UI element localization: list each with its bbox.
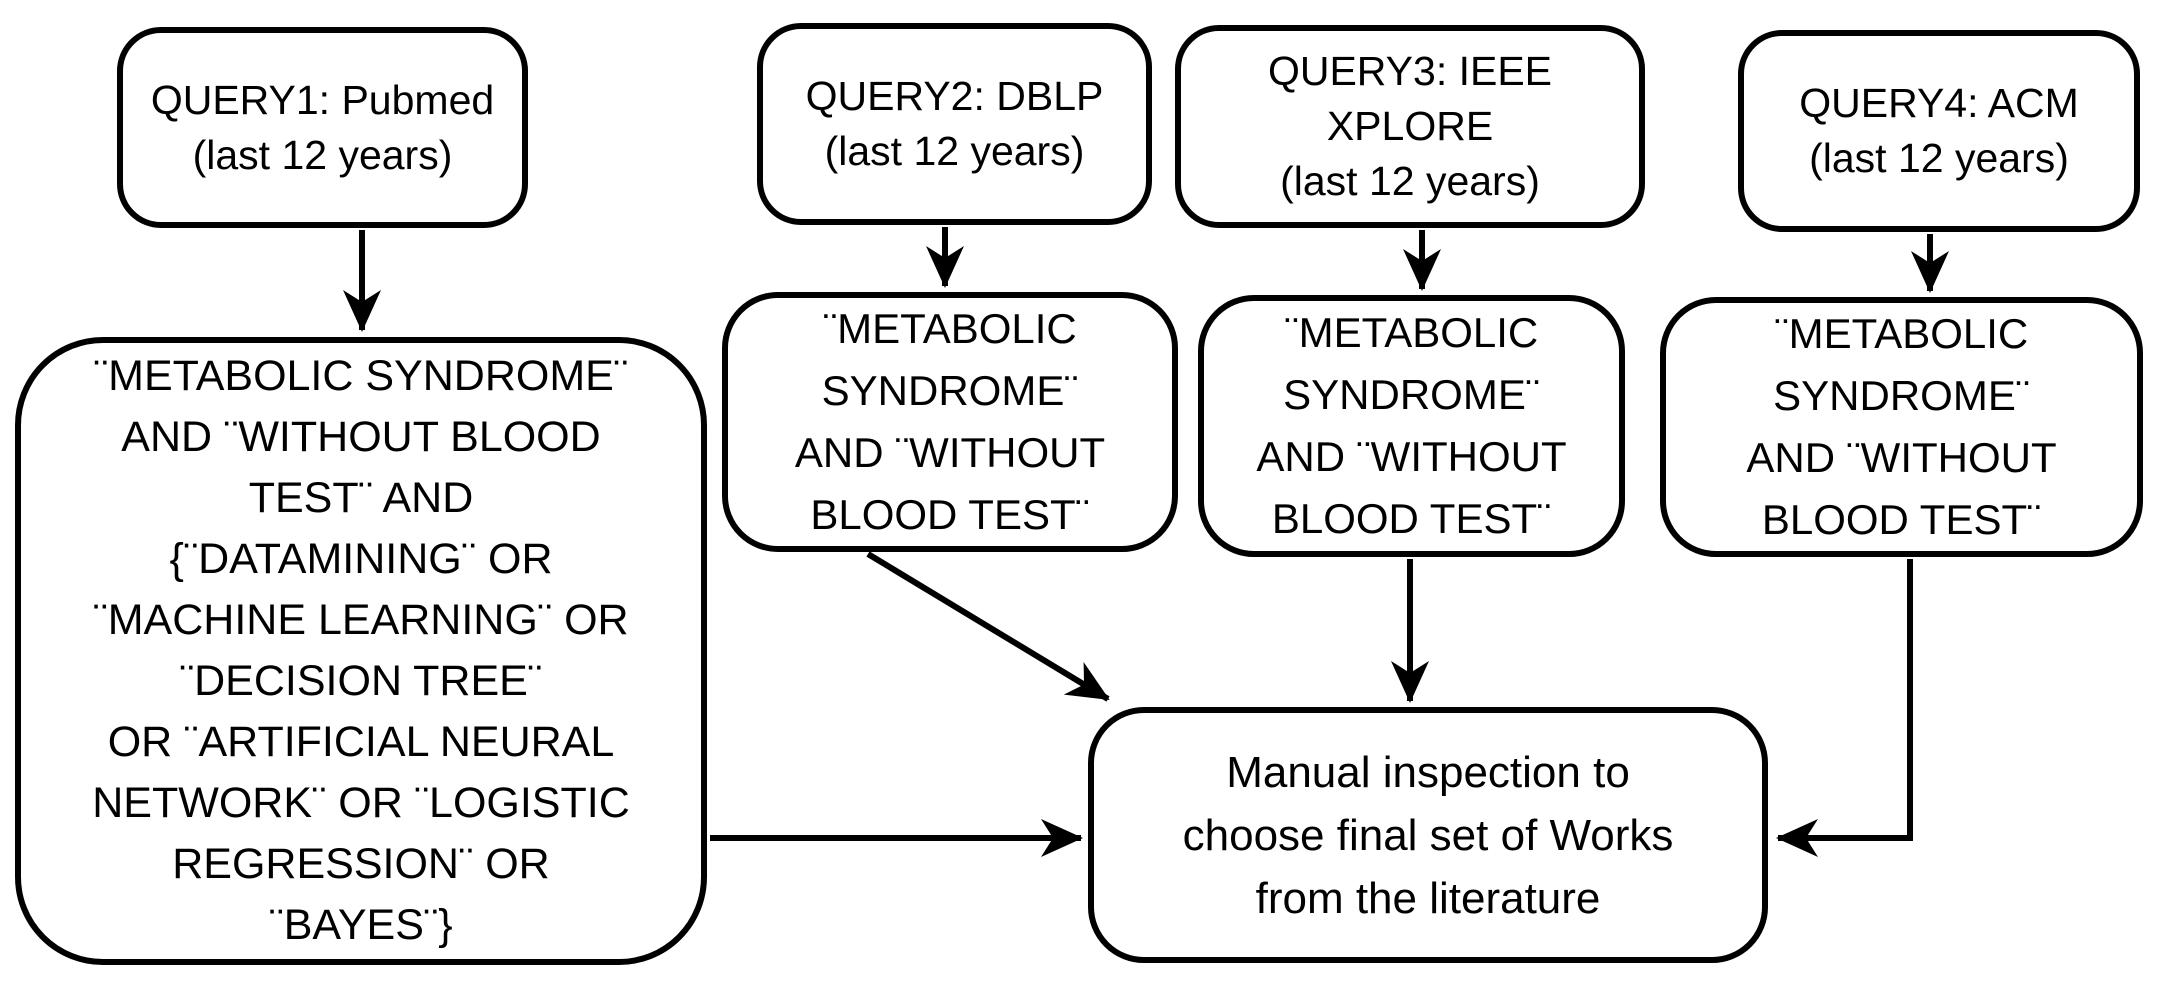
node-ieee-search-terms: ¨METABOLIC SYNDROME¨ AND ¨WITHOUT BLOOD … [1198, 295, 1625, 557]
arrow-dblp-terms-to-manual-inspection [866, 551, 1110, 702]
node-query1-pubmed: QUERY1: Pubmed (last 12 years) [117, 27, 528, 228]
node-query2-dblp: QUERY2: DBLP (last 12 years) [757, 23, 1152, 225]
node-pubmed-search-terms: ¨METABOLIC SYNDROME¨ AND ¨WITHOUT BLOOD … [15, 337, 707, 965]
node-dblp-search-terms: ¨METABOLIC SYNDROME¨ AND ¨WITHOUT BLOOD … [722, 292, 1178, 552]
node-manual-inspection: Manual inspection to choose final set of… [1088, 707, 1768, 963]
arrow-acm-terms-to-manual-inspection [1776, 559, 1913, 857]
node-query4-acm: QUERY4: ACM (last 12 years) [1738, 30, 2140, 232]
node-acm-search-terms: ¨METABOLIC SYNDROME¨ AND ¨WITHOUT BLOOD … [1660, 297, 2143, 557]
node-query3-ieee-xplore: QUERY3: IEEE XPLORE (last 12 years) [1175, 25, 1645, 228]
